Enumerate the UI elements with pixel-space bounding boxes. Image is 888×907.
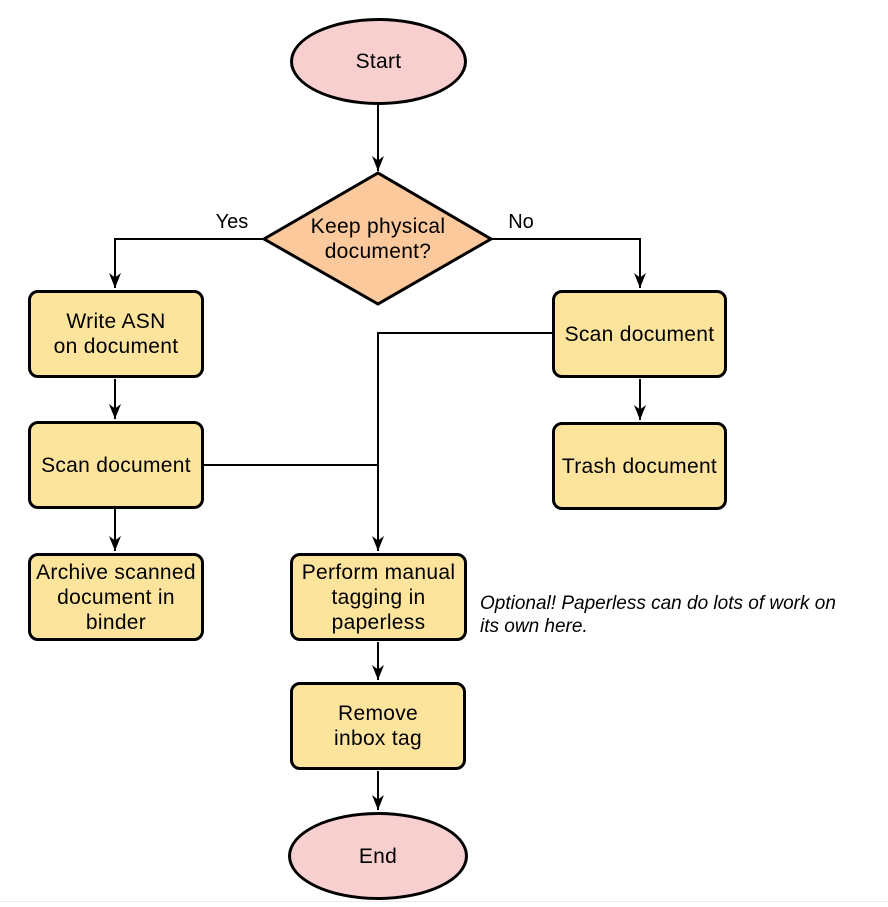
- node-end: End: [288, 812, 468, 900]
- optional-note: Optional! Paperless can do lots of work …: [480, 593, 836, 637]
- decision-diamond-shape: [260, 171, 494, 306]
- node-write-asn-label: Write ASN on document: [53, 310, 179, 358]
- node-decision: Keep physical document?: [278, 201, 478, 277]
- node-start-label: Start: [355, 50, 402, 73]
- node-scan-document-right-label: Scan document: [564, 322, 715, 346]
- node-remove-inbox-tag-label: Remove inbox tag: [334, 702, 422, 750]
- node-scan-document-left: Scan document: [28, 421, 204, 509]
- edge-scan-right-to-tagging: [372, 332, 552, 551]
- node-remove-inbox-tag: Remove inbox tag: [290, 682, 466, 770]
- node-archive-binder-label: Archive scanned document in binder: [36, 560, 196, 634]
- node-trash-document: Trash document: [552, 422, 727, 510]
- node-trash-document-label: Trash document: [561, 454, 718, 478]
- edge-label-yes: Yes: [215, 211, 249, 233]
- node-scan-document-left-label: Scan document: [41, 453, 191, 477]
- node-decision-label: Keep physical document?: [310, 215, 446, 263]
- edge-decision-no-to-scan-right: [491, 238, 646, 288]
- bottom-divider: [0, 901, 888, 902]
- node-archive-binder: Archive scanned document in binder: [28, 553, 204, 641]
- node-write-asn: Write ASN on document: [28, 290, 204, 378]
- edge-label-no: No: [508, 211, 534, 233]
- node-manual-tagging-label: Perform manual tagging in paperless: [301, 560, 456, 634]
- node-end-label: End: [358, 844, 398, 868]
- node-start: Start: [290, 18, 467, 105]
- node-scan-document-right: Scan document: [552, 290, 727, 378]
- node-manual-tagging: Perform manual tagging in paperless: [290, 553, 467, 641]
- edge-decision-yes-to-write-asn: [109, 238, 264, 288]
